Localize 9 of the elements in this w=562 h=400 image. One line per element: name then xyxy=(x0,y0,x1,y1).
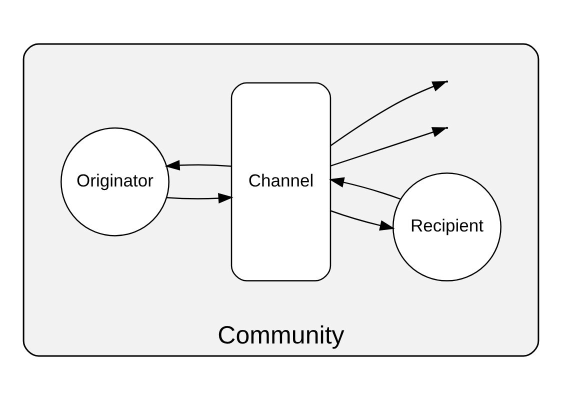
arrow xyxy=(329,177,401,200)
arrow xyxy=(166,193,234,204)
arrow xyxy=(330,210,395,231)
node-circle: Recipient xyxy=(392,172,502,282)
arrow xyxy=(330,80,448,146)
arrow xyxy=(164,160,232,171)
node-box: Channel xyxy=(230,82,332,282)
arrow xyxy=(330,127,448,166)
node-circle: Originator xyxy=(60,127,170,236)
